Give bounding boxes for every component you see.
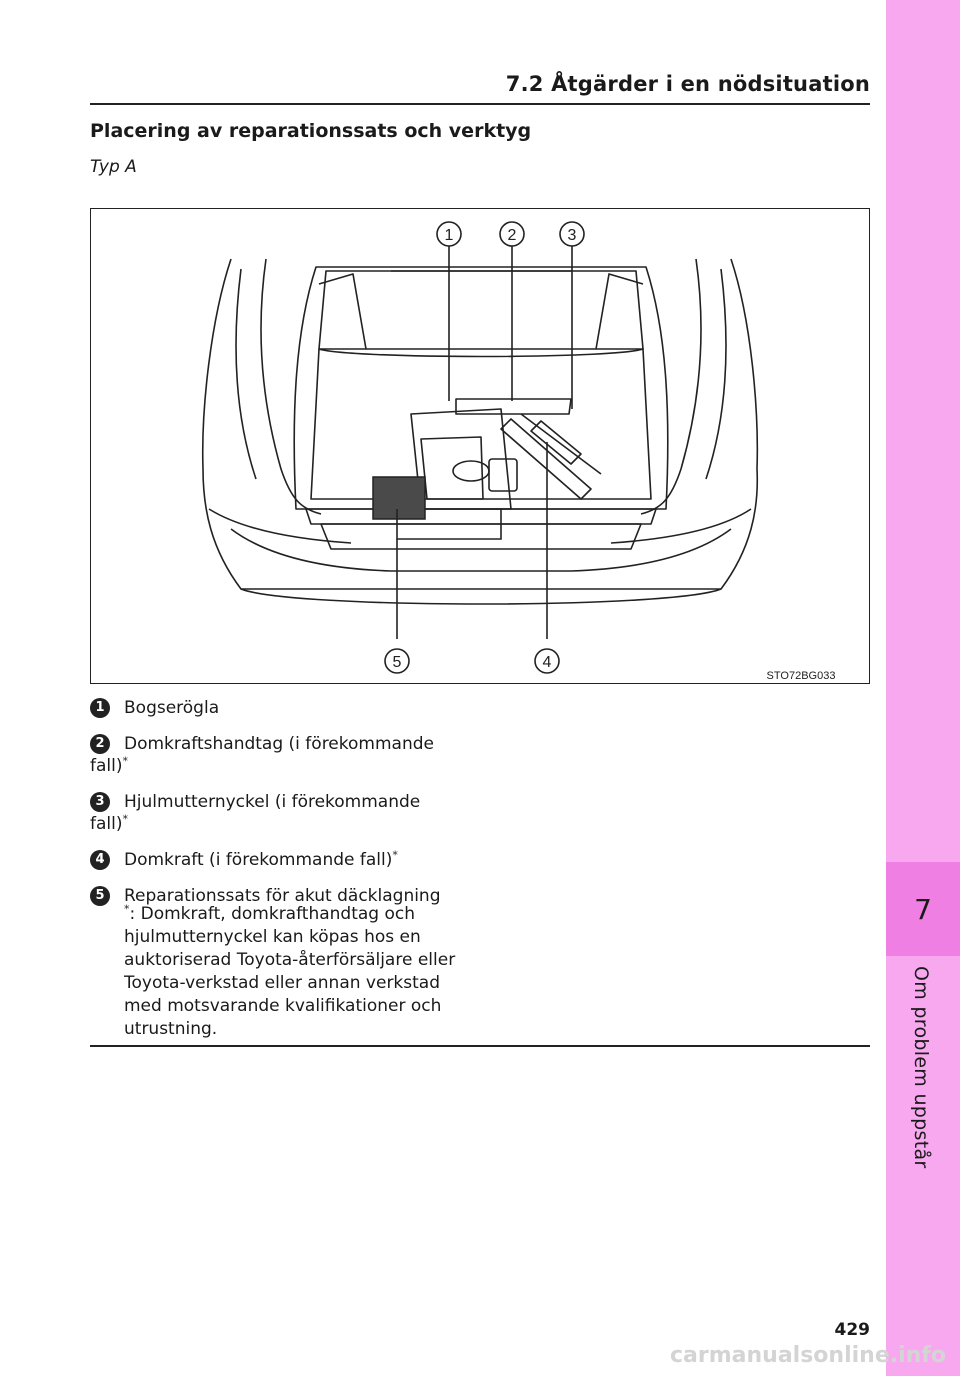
item-number-badge: 2: [90, 734, 110, 754]
footnote-mark: *: [122, 754, 128, 768]
trunk-drawing: 1 2 3 5 4 STO72BG033: [201, 221, 836, 682]
section-header-title: 7.2 Åtgärder i en nödsituation: [505, 72, 870, 96]
list-item: 1 Bogserögla: [90, 697, 460, 719]
bottom-divider: [90, 1045, 870, 1047]
chapter-label: Om problem uppstår: [910, 966, 932, 1169]
item-number-badge: 3: [90, 792, 110, 812]
callout-2: 2: [508, 227, 517, 244]
callout-5: 5: [393, 654, 402, 671]
header-divider: [90, 103, 870, 105]
callout-3: 3: [568, 227, 577, 244]
list-item: 5 Reparationssats för akut däcklagning: [90, 885, 460, 907]
item-text: Hjulmutternyckel (i förekommande fall): [90, 792, 421, 834]
item-number-badge: 4: [90, 850, 110, 870]
footnote: *: Domkraft, domkrafthandtag och hjulmut…: [124, 903, 464, 1041]
callout-4: 4: [543, 654, 552, 671]
footnote-text: : Domkraft, domkrafthandtag och hjulmutt…: [124, 904, 456, 1039]
type-label: Typ A: [90, 157, 137, 177]
item-text: Reparationssats för akut däcklagning: [124, 886, 441, 906]
chapter-highlight: [886, 862, 960, 956]
list-item: 4 Domkraft (i förekommande fall)*: [90, 849, 460, 871]
item-number-badge: 5: [90, 886, 110, 906]
page-number: 429: [834, 1320, 871, 1340]
watermark: carmanualsonline.info: [670, 1343, 946, 1368]
chapter-number: 7: [914, 893, 932, 926]
parts-list: 1 Bogserögla 2 Domkraftshandtag (i förek…: [90, 697, 460, 921]
chapter-side-tab: [886, 0, 960, 1376]
trunk-illustration: 1 2 3 5 4 STO72BG033: [90, 208, 870, 684]
item-text: Domkraft (i förekommande fall): [124, 850, 393, 870]
callout-1: 1: [445, 227, 454, 244]
item-number-badge: 1: [90, 698, 110, 718]
figure-code: STO72BG033: [767, 670, 836, 682]
section-heading: Placering av reparationssats och verktyg: [90, 120, 532, 142]
footnote-marker: *: [124, 902, 130, 916]
item-text: Domkraftshandtag (i förekommande fall): [90, 734, 434, 776]
list-item: 2 Domkraftshandtag (i förekommande fall)…: [90, 733, 460, 777]
footnote-mark: *: [392, 848, 398, 862]
footnote-mark: *: [122, 812, 128, 826]
item-text: Bogserögla: [124, 698, 220, 718]
list-item: 3 Hjulmutternyckel (i förekommande fall)…: [90, 791, 460, 835]
